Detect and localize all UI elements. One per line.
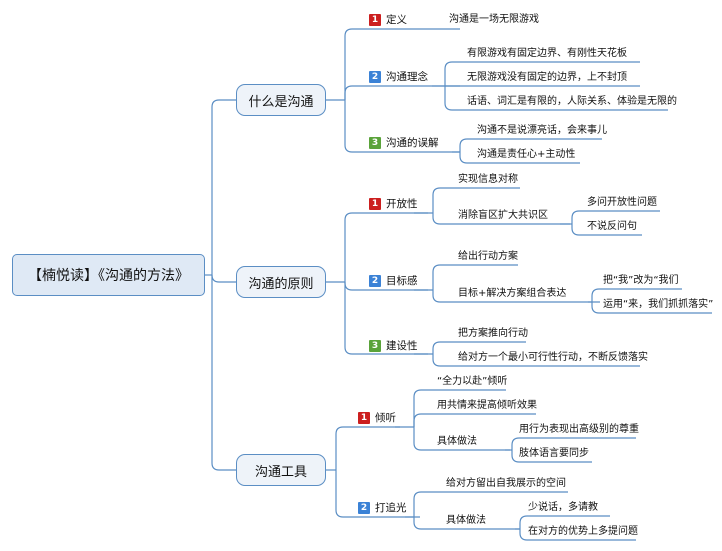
priority-2-icon: 2 <box>358 502 370 514</box>
connector-line <box>511 450 592 463</box>
connector-line <box>413 427 510 451</box>
leaf-node[interactable]: 把方案推向行动 <box>458 328 528 339</box>
connector-line <box>344 100 460 153</box>
connector-line <box>519 529 636 541</box>
leaf-node[interactable]: 给对方留出自我展示的空间 <box>446 478 566 489</box>
connector-line <box>413 389 506 427</box>
connector-line <box>519 515 610 529</box>
connector-line <box>444 86 668 111</box>
connector-line <box>459 152 580 164</box>
connector-line <box>432 264 518 290</box>
connector-line <box>591 302 712 314</box>
connector-line <box>432 187 520 213</box>
leaf-node[interactable]: 目标+解决方案组合表达 <box>458 288 567 299</box>
leaf-node[interactable]: 无限游戏没有固定的边界，上不封顶 <box>467 72 627 83</box>
leaf-node[interactable]: 给出行动方案 <box>458 251 518 262</box>
priority-1-icon: 1 <box>358 412 370 424</box>
priority-3-icon: 3 <box>369 137 381 149</box>
topic-what-is-communication[interactable]: 什么是沟通 <box>236 84 326 116</box>
leaf-node[interactable]: 用行为表现出高级别的尊重 <box>519 424 639 435</box>
leaf-node[interactable]: 有限游戏有固定边界、有刚性天花板 <box>467 48 627 59</box>
topic-communication-tools[interactable]: 沟通工具 <box>236 454 326 486</box>
leaf-node[interactable]: “全力以赴”倾听 <box>437 376 508 387</box>
connector-line <box>413 413 536 427</box>
leaf-node[interactable]: 肢体语言要同步 <box>519 448 589 459</box>
connector-line <box>571 210 660 224</box>
connector-line <box>344 28 460 100</box>
leaf-node[interactable]: 实现信息对称 <box>458 174 518 185</box>
connector-line <box>344 282 428 355</box>
priority-3-icon: 3 <box>369 340 381 352</box>
leaf-node[interactable]: 消除盲区扩大共识区 <box>458 210 548 221</box>
priority-1-icon: 1 <box>369 14 381 26</box>
connector-line <box>459 138 602 152</box>
leaf-node[interactable]: 在对方的优势上多提问题 <box>528 526 638 537</box>
connector-line <box>335 470 420 518</box>
leaf-node[interactable]: 少说话，多请教 <box>528 502 598 513</box>
connector-line <box>335 426 400 470</box>
topic-communication-principles[interactable]: 沟通的原则 <box>236 266 326 298</box>
connector-line <box>211 275 236 471</box>
connector-line <box>432 290 600 303</box>
leaf-node[interactable]: 具体做法 <box>437 436 477 447</box>
leaf-node[interactable]: 话语、词汇是有限的，人际关系、体验是无限的 <box>467 96 677 107</box>
leaf-node[interactable]: 沟通是责任心+主动性 <box>477 149 576 160</box>
leaf-node[interactable]: 沟通是一场无限游戏 <box>449 14 539 25</box>
leaf-node[interactable]: 多问开放性问题 <box>587 197 657 208</box>
root-topic-label: 【楠悦读】《沟通的方法》 <box>28 268 189 284</box>
priority-2-icon: 2 <box>369 71 381 83</box>
leaf-node[interactable]: 不说反问句 <box>587 221 637 232</box>
connector-line <box>432 354 640 367</box>
priority-1-icon: 1 <box>369 198 381 210</box>
connector-line <box>413 517 520 530</box>
connector-line <box>211 99 236 275</box>
leaf-node[interactable]: 给对方一个最小可行性行动，不断反馈落实 <box>458 352 648 363</box>
connector-line <box>571 224 642 236</box>
connector-line <box>413 491 568 517</box>
leaf-node[interactable]: 把“我”改为“我们 <box>603 275 679 286</box>
connector-line <box>432 213 570 225</box>
connector-line <box>344 85 460 100</box>
root-topic[interactable]: 【楠悦读】《沟通的方法》 <box>12 254 205 296</box>
connector-line <box>432 341 526 354</box>
connector-line <box>444 61 640 86</box>
leaf-node[interactable]: 沟通不是说漂亮话，会来事儿 <box>477 125 607 136</box>
connector-line <box>344 212 428 282</box>
connector-line <box>511 437 636 450</box>
leaf-node[interactable]: 用共情来提高倾听效果 <box>437 400 537 411</box>
connector-line <box>591 288 682 302</box>
leaf-node[interactable]: 具体做法 <box>446 515 486 526</box>
connector-line <box>211 274 236 283</box>
priority-2-icon: 2 <box>369 275 381 287</box>
leaf-node[interactable]: 运用“来，我们抓抓落实” <box>603 299 714 310</box>
